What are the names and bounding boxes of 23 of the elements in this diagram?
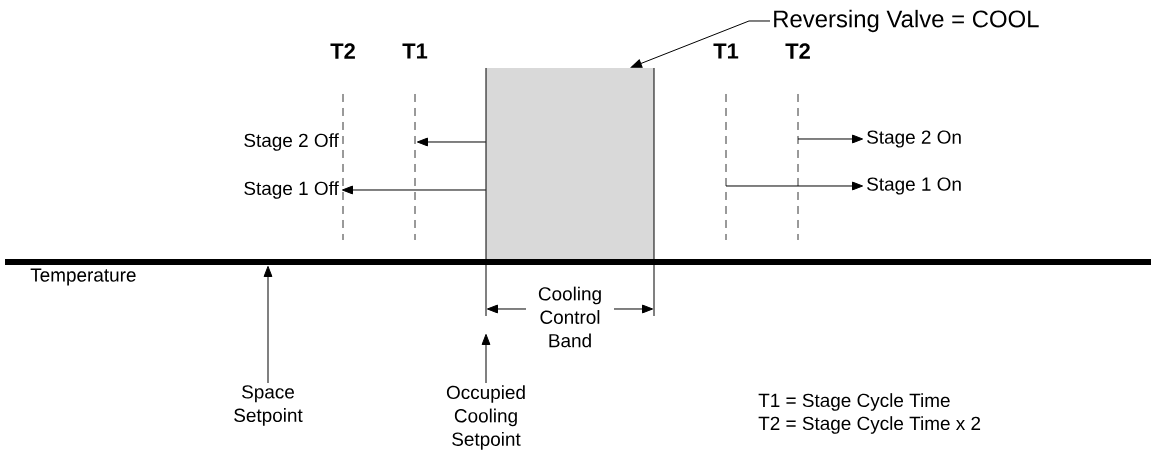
stage-label: Stage 2 On bbox=[867, 130, 961, 148]
arrow bbox=[263, 265, 273, 384]
setpoint-label: Space Setpoint bbox=[234, 385, 303, 426]
dimension-label: Cooling Control Band bbox=[526, 285, 614, 349]
time-label: T1 bbox=[402, 43, 428, 59]
leader-line bbox=[630, 20, 771, 68]
callout-text: Reversing Valve = COOL bbox=[774, 9, 1039, 33]
arrow bbox=[341, 185, 487, 195]
note-text: T2 = Stage Cycle Time x 2 bbox=[758, 416, 981, 434]
stage-label: Stage 1 On bbox=[867, 177, 961, 195]
arrow bbox=[481, 333, 491, 384]
stage-label: Stage 1 Off bbox=[244, 181, 339, 199]
time-label: T2 bbox=[785, 43, 810, 59]
note-text: T1 = Stage Cycle Time bbox=[758, 393, 950, 411]
axis-label: Temperature bbox=[30, 268, 136, 286]
setpoint-label: Occupied Cooling Setpoint bbox=[446, 385, 525, 450]
time-label: T2 bbox=[330, 43, 355, 59]
arrow bbox=[725, 181, 864, 191]
arrow bbox=[416, 137, 487, 147]
stage-label: Stage 2 Off bbox=[244, 133, 339, 151]
arrow bbox=[797, 134, 864, 144]
control-band-box bbox=[486, 68, 654, 262]
time-label: T1 bbox=[713, 43, 739, 59]
